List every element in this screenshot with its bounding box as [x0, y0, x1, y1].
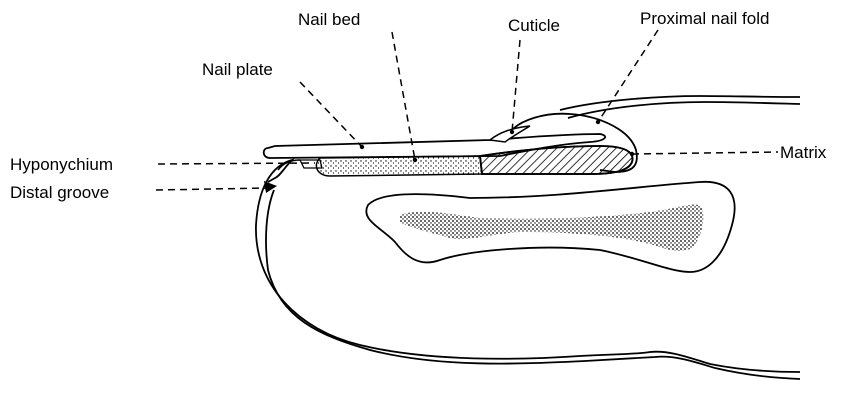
proximal-nail-fold-leader	[598, 30, 658, 122]
distal-groove-leader	[156, 188, 268, 190]
matrix-dot	[630, 152, 634, 156]
label-nail-bed: Nail bed	[298, 10, 360, 29]
label-cuticle: Cuticle	[508, 16, 560, 35]
label-hyponychium: Hyponychium	[10, 155, 113, 174]
label-proximal-nail-fold: Proximal nail fold	[640, 9, 769, 28]
nail-plate-leader	[300, 82, 362, 147]
proximal-nail-fold-dot	[596, 120, 600, 124]
matrix-leader	[632, 152, 778, 154]
cuticle-leader	[512, 40, 520, 132]
label-distal-groove: Distal groove	[10, 183, 109, 202]
distal-groove-arrow	[264, 181, 277, 193]
label-matrix: Matrix	[780, 143, 827, 162]
cuticle-dot	[510, 130, 514, 134]
nail-bed-leader	[392, 32, 415, 160]
label-nail-plate: Nail plate	[202, 60, 273, 79]
hyponychium-leader	[158, 163, 315, 164]
nail-plate-dot	[360, 145, 364, 149]
nail-bed-shape	[316, 156, 482, 176]
nail-bed-dot	[413, 158, 417, 162]
